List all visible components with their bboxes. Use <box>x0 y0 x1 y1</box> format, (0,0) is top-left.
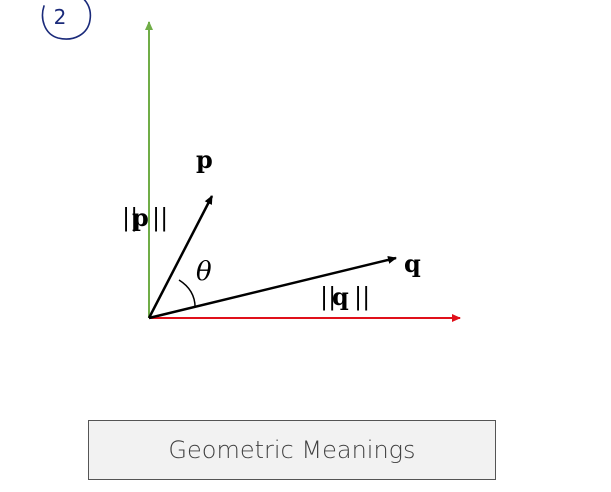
svg-text:||: || <box>152 204 168 233</box>
angle-theta-label: θ <box>196 257 212 287</box>
vector-p-arrow <box>147 195 214 319</box>
vector-p-label: p <box>196 145 213 174</box>
caption-box: Geometric Meanings <box>88 420 496 480</box>
svg-text:||: || <box>354 283 370 312</box>
vector-q-norm-label: || q || <box>320 282 370 312</box>
caption-text: Geometric Meanings <box>168 436 416 464</box>
svg-text:||: || <box>122 204 138 233</box>
svg-text:||: || <box>320 283 336 312</box>
vector-q-label: q <box>404 249 421 278</box>
angle-arc <box>178 279 196 308</box>
circled-number-annotation: 2 <box>41 0 92 40</box>
circled-number-text: 2 <box>54 5 67 29</box>
svg-text:p: p <box>132 203 149 232</box>
vector-q-arrow <box>148 256 397 320</box>
vector-p-norm-label: || p || <box>122 203 168 233</box>
svg-text:q: q <box>332 282 349 311</box>
hand-drawn-circle <box>41 0 92 40</box>
